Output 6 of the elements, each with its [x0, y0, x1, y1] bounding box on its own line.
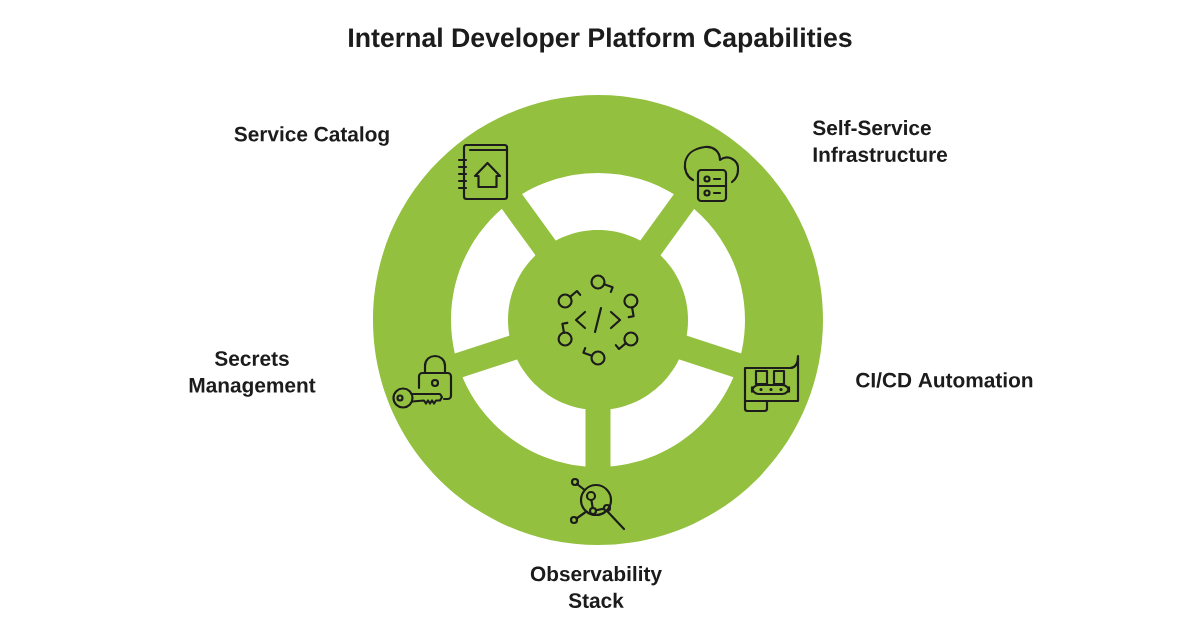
title: Internal Developer Platform Capabilities — [349, 27, 852, 53]
capability-label: Secrets Management — [189, 351, 316, 397]
capability-label: Self-Service Infrastructure — [812, 120, 948, 162]
capability-label: CI/CD Automation — [856, 372, 1033, 388]
capability-label: Observability Stack — [530, 566, 662, 608]
capability-label: Service Catalog — [234, 126, 389, 146]
